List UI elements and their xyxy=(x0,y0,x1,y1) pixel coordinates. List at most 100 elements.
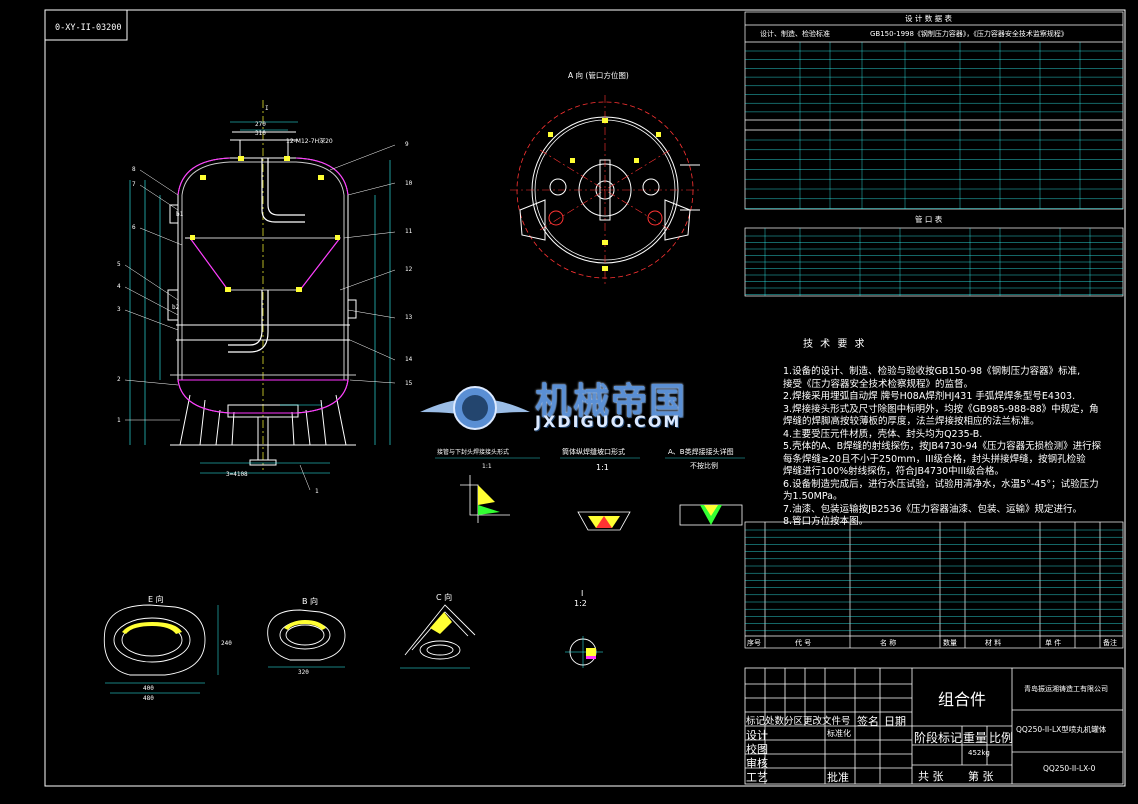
bom-col-qty: 数量 xyxy=(943,638,957,647)
svg-text:2: 2 xyxy=(117,376,121,383)
tech-req-line: 7.油漆、包装运输按JB2536《压力容器油漆、包装、运输》规定进行。 xyxy=(783,503,1083,515)
detail-i-fill xyxy=(586,648,596,656)
technical-requirements: 技 术 要 求 1.设备的设计、制造、检验与验收按GB150-98《钢制压力容器… xyxy=(783,339,1113,529)
detail-i-fill-2 xyxy=(586,656,596,659)
svg-text:11: 11 xyxy=(405,228,413,235)
svg-text:1: 1 xyxy=(117,417,121,424)
tech-req-line: 6.设备制造完成后，进行水压试验，试验用清净水，水温5°-45°；试验压力 xyxy=(783,478,1099,490)
title-sheet-no: 第 张 xyxy=(968,770,994,783)
title-weight-value: 452kg xyxy=(968,749,990,757)
bom-col-code: 代 号 xyxy=(795,638,811,647)
dim-top: 310 xyxy=(255,130,266,137)
tech-req-lines: 1.设备的设计、制造、检验与验收按GB150-98《钢制压力容器》标准, 接受《… xyxy=(783,366,1113,529)
title-block xyxy=(744,667,1124,785)
weld-fills xyxy=(478,485,722,528)
svg-text:7: 7 xyxy=(132,181,136,188)
svg-text:b1: b1 xyxy=(176,211,184,218)
title-design: 设计 xyxy=(746,729,768,742)
dim-320: 320 xyxy=(298,669,309,676)
detail-i-label: I xyxy=(581,589,583,598)
tech-req-title: 技 术 要 求 xyxy=(803,339,867,350)
bom-table xyxy=(744,521,1124,649)
dim-bolt: 12-M12-7H深20 xyxy=(286,137,333,145)
svg-text:4: 4 xyxy=(117,283,121,290)
view-b-fill xyxy=(284,620,326,630)
title-stage-mark: 阶段标记 xyxy=(914,731,963,745)
svg-text:14: 14 xyxy=(405,356,413,363)
detail-i-scale: 1:2 xyxy=(574,599,587,608)
title-weight: 重量 xyxy=(963,731,988,745)
title-drawing-no: QQ250-II-LX-0 xyxy=(1043,764,1096,773)
vessel-dimensions xyxy=(129,121,391,474)
view-b-label: B 向 xyxy=(302,596,318,606)
title-signature: 签名 xyxy=(857,715,879,728)
design-table-grid xyxy=(745,42,1123,209)
weld-detail-1-scale: 1:1 xyxy=(482,463,492,470)
svg-text:3: 3 xyxy=(117,306,121,313)
vessel-main-view xyxy=(167,100,357,470)
view-e-label: E 向 xyxy=(148,594,164,604)
bom-col-note: 备注 xyxy=(1103,638,1117,647)
bom-col-material: 材 料 xyxy=(985,638,1001,647)
svg-text:9: 9 xyxy=(405,141,409,148)
watermark-url: JXDIGUO.COM xyxy=(535,412,682,431)
tech-req-line: 焊缝进行100%射线探伤，符合JB4730中III级合格。 xyxy=(783,466,1005,477)
title-drawing-name: 组合件 xyxy=(938,690,987,709)
weld-detail-3-label: A、B类焊接接头详图 xyxy=(668,447,734,456)
title-audit: 审核 xyxy=(746,757,768,770)
design-table-title: 设 计 数 据 表 xyxy=(905,13,953,23)
nozzle-table-grid xyxy=(745,228,1123,296)
detail-i xyxy=(565,636,603,668)
svg-text:15: 15 xyxy=(405,380,413,387)
vessel-magenta-lines xyxy=(177,157,349,414)
svg-text:b2: b2 xyxy=(172,304,180,311)
weld-detail-2-scale: 1:1 xyxy=(596,463,609,472)
tech-req-line: 2.焊接采用埋弧自动焊 牌号H08A焊剂HJ431 手弧焊焊条型号E4303. xyxy=(783,391,1076,402)
view-e xyxy=(103,604,219,694)
title-header-marks: 标记处数分区更改文件号 xyxy=(746,716,851,727)
svg-text:10: 10 xyxy=(405,180,413,187)
tech-req-line: 每条焊缝≥20且不小于250mm，III级合格，封头拼接焊缝，按钢孔检验 xyxy=(783,453,1086,465)
code-box xyxy=(44,9,128,41)
weld-detail-1-label: 接管与下封头焊接接头形式 xyxy=(437,448,509,456)
drawing-frame xyxy=(44,9,1126,787)
view-a-label: A 向 (管口方位图) xyxy=(568,70,629,80)
svg-text:5: 5 xyxy=(117,261,121,268)
tech-req-line: 接受《压力容器安全技术检察规程》的监督。 xyxy=(783,378,974,390)
weld-detail-2-label: 筒体纵焊缝坡口形式 xyxy=(562,447,625,456)
design-data-table xyxy=(744,11,1124,210)
dim-bottom: 3=4108 xyxy=(226,471,248,478)
tech-req-line: 焊缝的焊脚高按较薄板的厚度，法兰焊接按相应的法兰标准。 xyxy=(783,416,1040,427)
top-left-code: 0-XY-II-03200 xyxy=(55,23,122,33)
svg-text:8: 8 xyxy=(132,166,136,173)
view-e-fill xyxy=(122,622,182,634)
tech-req-line: 5.壳体的A、B焊缝的射线探伤，按JB4730-94《压力容器无损检测》进行探 xyxy=(783,441,1102,452)
design-standard-value: GB150-1998《钢制压力容器》，《压力容器安全技术监察规程》 xyxy=(870,29,1068,38)
title-date: 日期 xyxy=(884,715,906,728)
title-scale: 比例 xyxy=(989,731,1014,745)
bom-col-no: 序号 xyxy=(747,638,761,647)
view-c-fill xyxy=(430,612,452,634)
watermark-brand: 机械帝国 xyxy=(535,381,688,422)
tech-req-line: 4.主要受压元件材质，壳体、封头均为Q235-B. xyxy=(783,428,983,440)
vessel-leaders xyxy=(124,144,396,491)
tech-req-line: 1.设备的设计、制造、检验与验收按GB150-98《钢制压力容器》标准, xyxy=(783,366,1081,377)
bom-col-name: 名 称 xyxy=(880,638,896,647)
svg-text:6: 6 xyxy=(132,224,136,231)
bom-table-grid xyxy=(745,529,1123,631)
title-process: 工艺 xyxy=(746,771,768,784)
tech-req-line: 8.管口方位按本图。 xyxy=(783,516,869,527)
bom-col-weight: 单 件 xyxy=(1045,638,1061,647)
view-c xyxy=(400,604,476,669)
watermark-logo xyxy=(420,386,530,430)
svg-text:I: I xyxy=(265,105,269,112)
view-c-label: C 向 xyxy=(436,592,452,602)
nozzle-table-title: 管 口 表 xyxy=(915,214,943,224)
svg-text:13: 13 xyxy=(405,314,413,321)
dim-240: 240 xyxy=(221,640,232,647)
title-standardize: 标准化 xyxy=(827,729,851,738)
title-approve: 批准 xyxy=(827,771,849,784)
weld-detail-3-scale: 不按比例 xyxy=(690,461,718,470)
